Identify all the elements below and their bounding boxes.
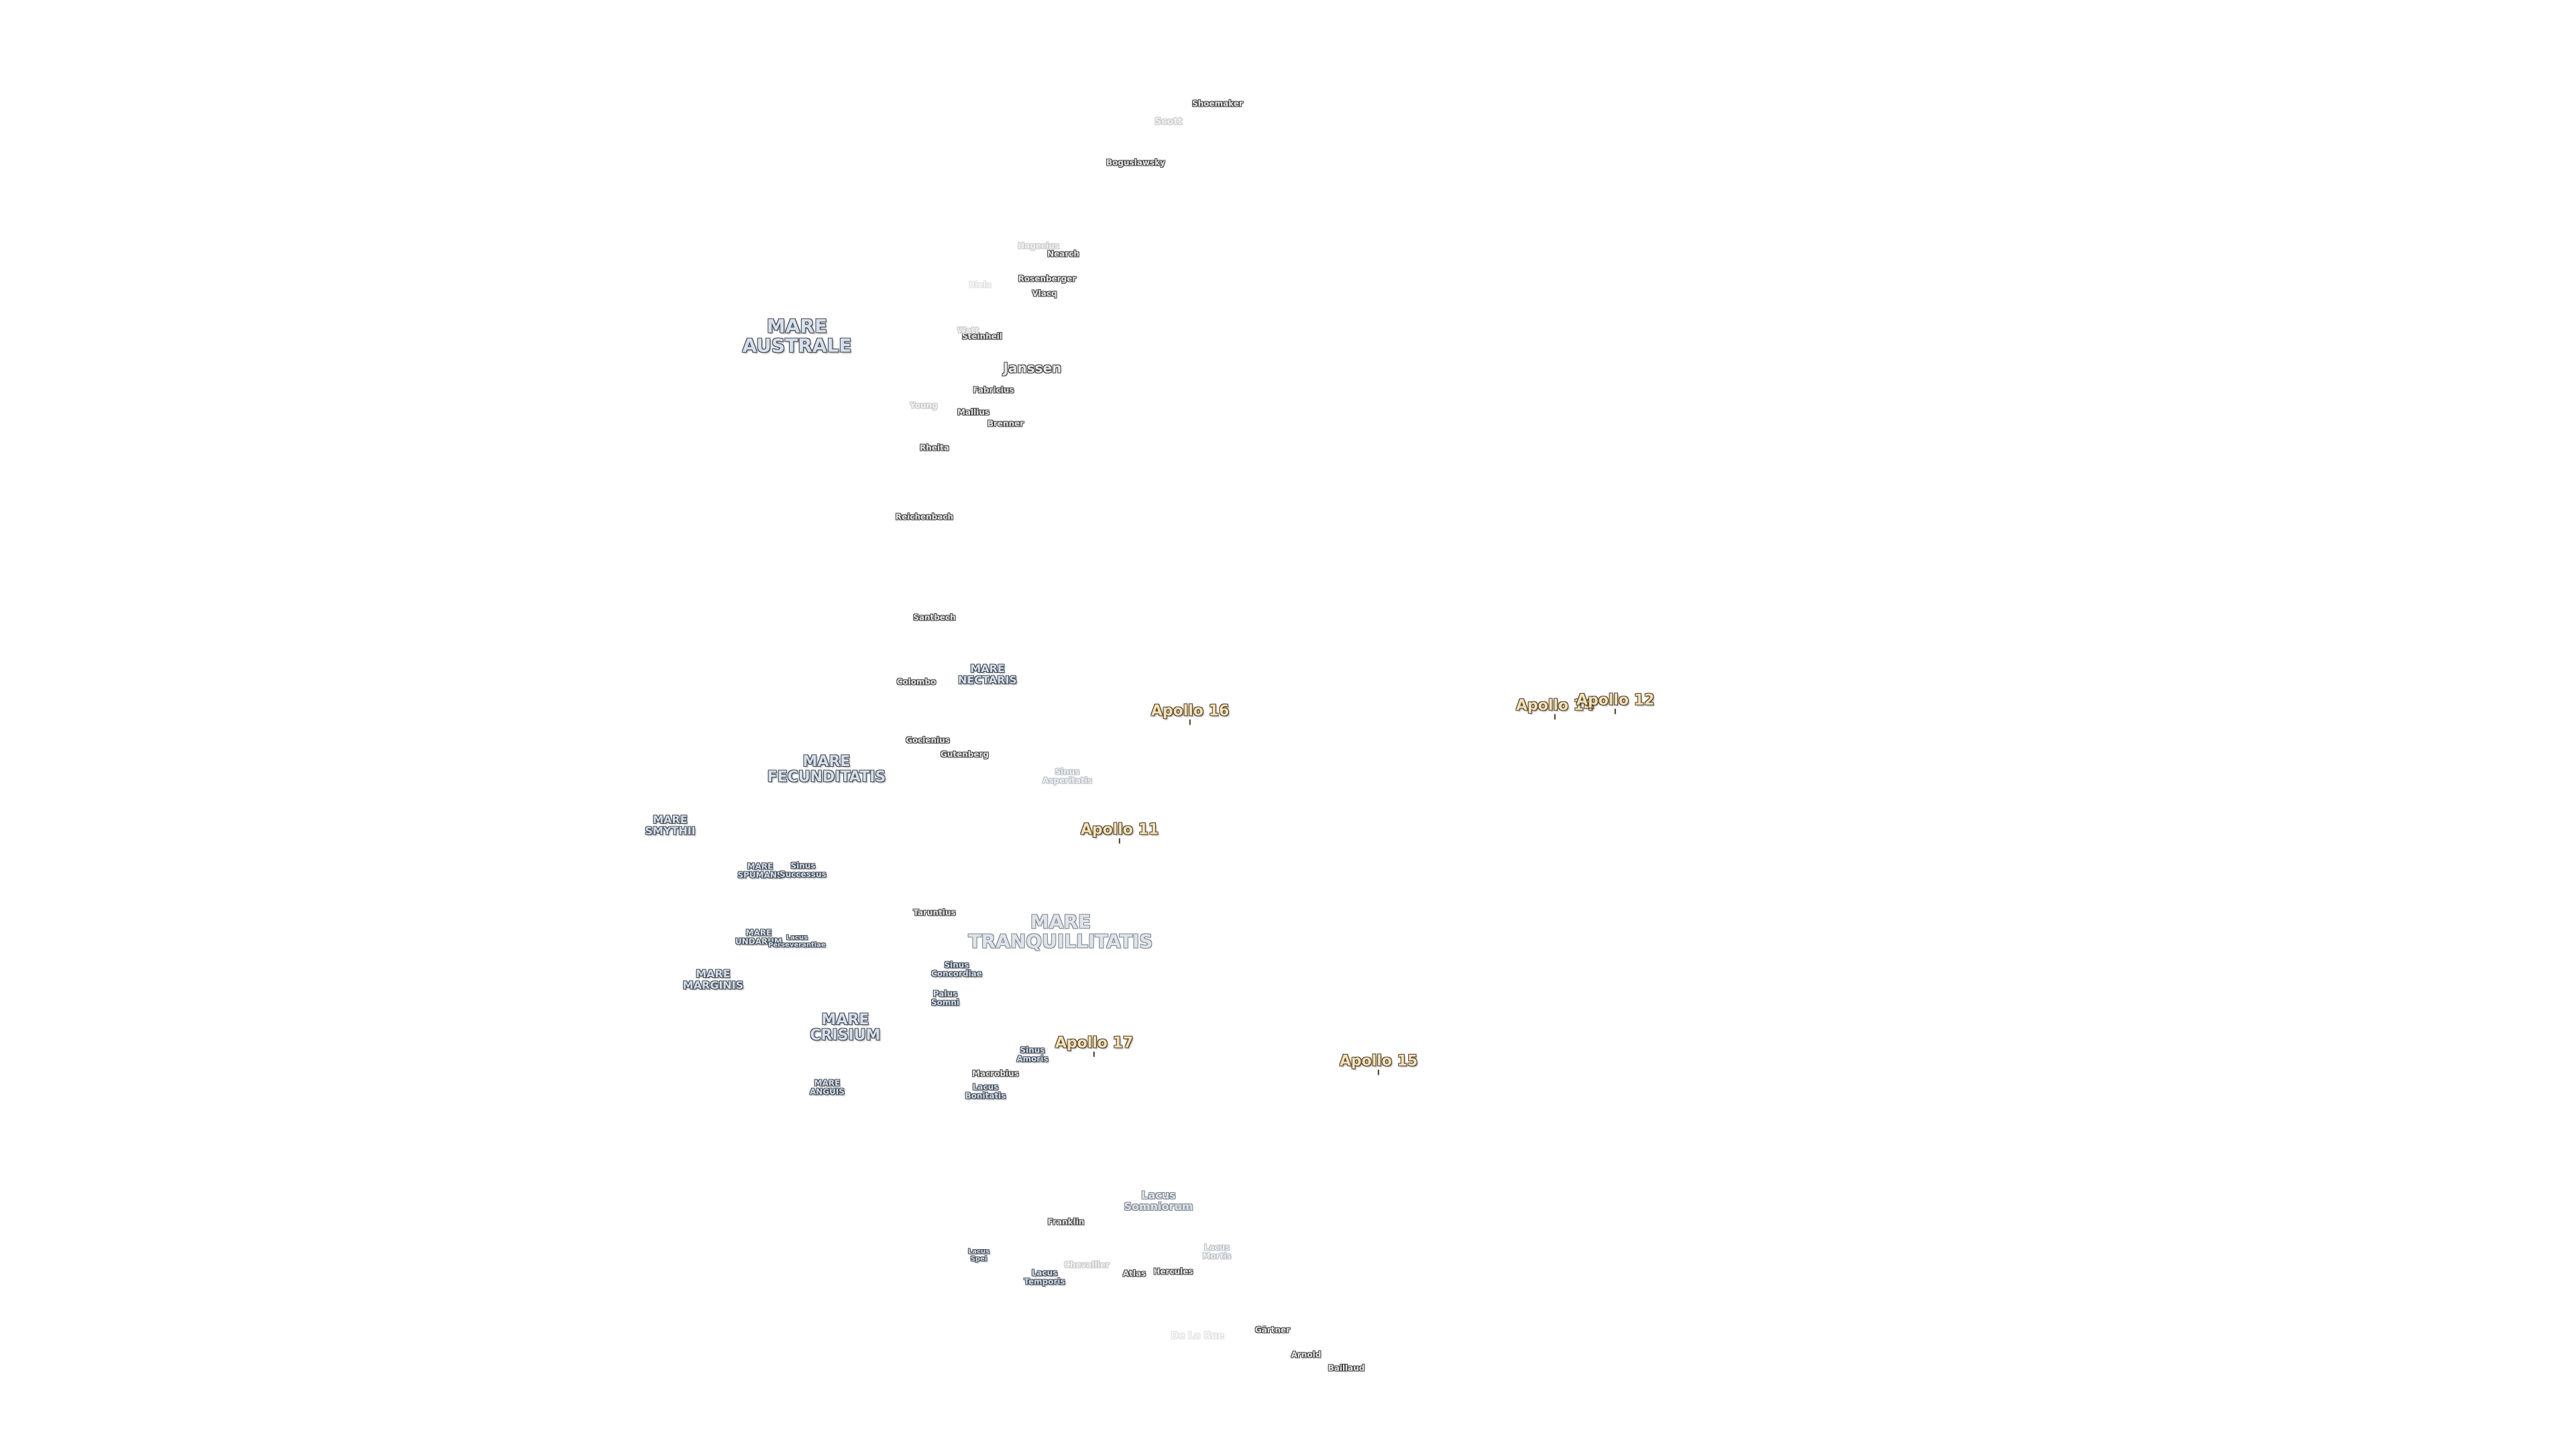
landing-site-apollo-17[interactable]: Apollo 17: [1055, 1034, 1134, 1057]
region-label-lacus-bonitatis: Lacus Bonitatis: [965, 1082, 1006, 1100]
crater-label-hagecius: Hagecius: [1018, 241, 1059, 251]
region-label-mare-crisium: MARE CRISIUM: [810, 1011, 881, 1044]
crater-label-reichenbach: Reichenbach: [895, 512, 954, 522]
region-label-mare-nectaris: MARE NECTARIS: [958, 662, 1017, 686]
region-label-sinus-asperitatis: Sinus Asperitatis: [1042, 767, 1093, 785]
region-label-sinus-concordiae: Sinus Concordiae: [931, 960, 982, 978]
region-label-sinus-amoris: Sinus Amoris: [1016, 1045, 1049, 1063]
crater-label-steinheil: Steinheil: [961, 331, 1003, 341]
crater-label-mallius: Mallius: [957, 407, 990, 417]
region-label-sinus-successus: Sinus Successus: [780, 861, 826, 879]
crater-label-rheita: Rheita: [920, 443, 949, 453]
landing-site-apollo-11[interactable]: Apollo 11: [1080, 821, 1159, 844]
region-label-lacus-temporis: Lacus Temporis: [1024, 1268, 1065, 1286]
crater-label-janssen: Janssen: [1003, 360, 1062, 376]
crater-label-rosenberger: Rosenberger: [1018, 274, 1077, 284]
landing-site-marker-icon: [1189, 719, 1191, 725]
crater-label-taruntius: Taruntius: [913, 908, 956, 918]
crater-label-fabricius: Fabricius: [973, 385, 1014, 395]
crater-label-nearch: Nearch: [1047, 249, 1079, 259]
region-label-mare-undarum: MARE UNDARUM: [735, 928, 782, 946]
region-label-lacus-somniorum: Lacus Somniorum: [1124, 1189, 1193, 1213]
landing-site-label: Apollo 11: [1080, 821, 1159, 839]
crater-label-de-la-rue: De La Rue: [1171, 1330, 1224, 1342]
crater-label-vlacq: Vlacq: [1032, 288, 1057, 299]
crater-label-gartner: Gärtner: [1254, 1325, 1291, 1335]
crater-label-watt: Watt: [957, 325, 979, 335]
crater-label-santbech: Santbech: [913, 612, 956, 623]
crater-label-brenner: Brenner: [987, 419, 1024, 429]
region-label-lacus-mortis: Lacus Mortis: [1202, 1242, 1232, 1260]
landing-site-label: Apollo 15: [1339, 1053, 1418, 1070]
region-label-mare-fecunditatis: MARE FECUNDITATIS: [767, 753, 886, 786]
crater-label-goclenius: Goclenius: [906, 735, 950, 745]
region-label-mare-tranquillitatis: MARE TRANQUILLITATIS: [968, 910, 1153, 953]
landing-site-marker-icon: [1118, 838, 1120, 844]
region-label-lacus-spei: Lacus Spei: [967, 1248, 990, 1263]
crater-label-atlas: Atlas: [1122, 1269, 1146, 1279]
region-label-mare-australe: MARE AUSTRALE: [742, 315, 852, 357]
landing-site-apollo-15[interactable]: Apollo 15: [1339, 1053, 1418, 1075]
region-label-palus-somni: Palus Somni: [930, 989, 960, 1007]
landing-site-label: Apollo 12: [1576, 692, 1655, 709]
region-label-lacus-perseverantiae: Lacus Perseverantiae: [768, 934, 826, 949]
landing-site-apollo-12[interactable]: Apollo 12: [1576, 692, 1655, 714]
crater-label-baillaud: Baillaud: [1328, 1363, 1365, 1373]
landing-site-marker-icon: [1554, 714, 1556, 720]
region-label-mare-spumans: MARE SPUMANS: [737, 861, 783, 879]
crater-label-hercules: Hercules: [1153, 1267, 1193, 1277]
crater-label-young: Young: [910, 400, 938, 411]
crater-label-macrobius: Macrobius: [972, 1069, 1019, 1079]
crater-label-scott: Scott: [1155, 116, 1183, 127]
landing-site-label: Apollo 14: [1515, 697, 1595, 714]
crater-label-biela: Biela: [969, 280, 991, 290]
landing-site-label: Apollo 17: [1055, 1034, 1134, 1052]
crater-label-colombo: Colombo: [896, 677, 936, 687]
region-label-mare-anguis: MARE ANGUIS: [809, 1078, 845, 1096]
crater-label-gutenberg: Gutenberg: [940, 749, 989, 759]
landing-site-marker-icon: [1377, 1069, 1379, 1075]
landing-site-label: Apollo 16: [1150, 702, 1230, 720]
crater-label-chevallier: Chevallier: [1064, 1260, 1110, 1270]
crater-label-franklin: Franklin: [1047, 1217, 1085, 1227]
landing-site-apollo-14[interactable]: Apollo 14: [1515, 697, 1595, 720]
crater-label-boguslawsky: Boguslawsky: [1106, 158, 1165, 168]
crater-label-arnold: Arnold: [1291, 1350, 1322, 1360]
landing-site-apollo-16[interactable]: Apollo 16: [1150, 702, 1230, 725]
landing-site-marker-icon: [1614, 708, 1616, 714]
landing-site-marker-icon: [1093, 1051, 1095, 1057]
region-label-mare-marginis: MARE MARGINIS: [682, 967, 744, 991]
region-label-mare-smythii: MARE SMYTHII: [645, 813, 696, 837]
crater-label-shoemaker: Shoemaker: [1192, 99, 1243, 109]
